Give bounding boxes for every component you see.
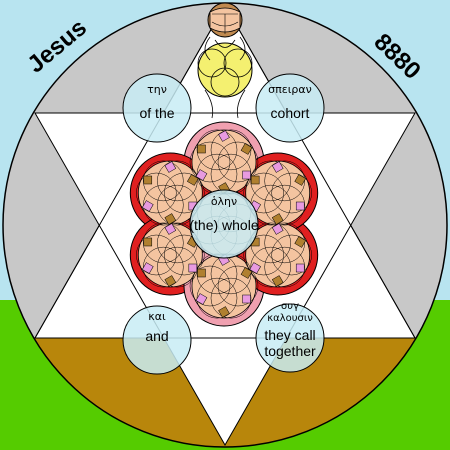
english-word-line-1: they call [264,327,315,343]
petal-arc [136,234,177,276]
petal-accent [141,200,154,212]
petal-accent [164,213,177,225]
petal-accent [271,275,284,287]
petal-accent [271,213,284,225]
petal-accent [240,267,253,279]
greek-word-line-1: συγ [281,301,299,312]
petal-arc [143,246,184,288]
petal-arc [196,277,238,319]
petal-arc [217,141,259,183]
word-circle-top-left: την of the [122,73,192,143]
greek-word-line-2: καλουσιν [267,313,313,324]
petal-accent [143,237,153,247]
word-circle-bottom-left: και and [122,305,192,375]
greek-word: και [148,310,166,323]
petal-accent [143,175,153,185]
greek-word: σπειραν [268,83,312,96]
petal-accent [271,223,284,235]
petal-arc [250,160,291,202]
petal-accent [242,170,251,180]
petal-arc [157,246,198,288]
petal-arc [264,246,305,288]
greek-word: την [147,83,167,96]
english-word: and [145,328,168,344]
petal-accent [242,294,251,304]
english-word: (the) whole [189,217,258,233]
petal-arc [217,265,259,307]
petal-accent [164,223,177,235]
petal-arc [157,160,198,202]
petal-accent [295,263,305,273]
word-circle-top-right: σπειραν cohort [255,73,325,143]
petal-arc [210,129,252,171]
petal-arc [164,234,205,276]
petal-arc [189,265,231,307]
petal-arc [189,141,231,183]
petal-accent [188,263,198,273]
petal-arc [271,234,312,276]
petal-arc [243,234,284,276]
petal-arc [264,160,305,202]
petal-arc [264,184,305,226]
petal-accent [294,236,307,248]
petal-accent [197,144,206,154]
petal-accent [187,174,199,186]
english-word-line-2: together [264,343,316,359]
petal-arc [143,160,184,202]
greek-word: ὁλην [211,195,237,208]
word-circle-bottom-right: συγ καλουσιν they call together [255,301,325,373]
petal-accent [240,143,253,155]
petal-accent [294,174,307,186]
petal-arc [243,172,284,214]
english-word: cohort [271,105,310,121]
petal-arc [271,172,312,214]
petal-arc [164,172,205,214]
petal-accent [271,161,284,173]
english-word: of the [139,105,174,121]
petal-accent [195,293,208,305]
petal-accent [295,201,305,211]
petal-arc [196,129,238,171]
petal-accent [164,275,177,287]
petal-arc [143,222,184,264]
petal-accent [249,262,261,274]
petal-accent [250,175,260,185]
petal-arc [143,184,184,226]
word-circle-center: ὁλην (the) whole [189,189,259,259]
petal-accent [141,262,154,274]
petal-arc [264,222,305,264]
top-figure [197,2,253,119]
petal-arc [250,246,291,288]
petal-accent [195,169,208,181]
petal-accent [218,130,230,142]
petal-accent [218,306,230,318]
petal-accent [197,268,206,278]
petal-accent [164,161,177,173]
petal-arc [136,172,177,214]
petal-arc [210,277,252,319]
